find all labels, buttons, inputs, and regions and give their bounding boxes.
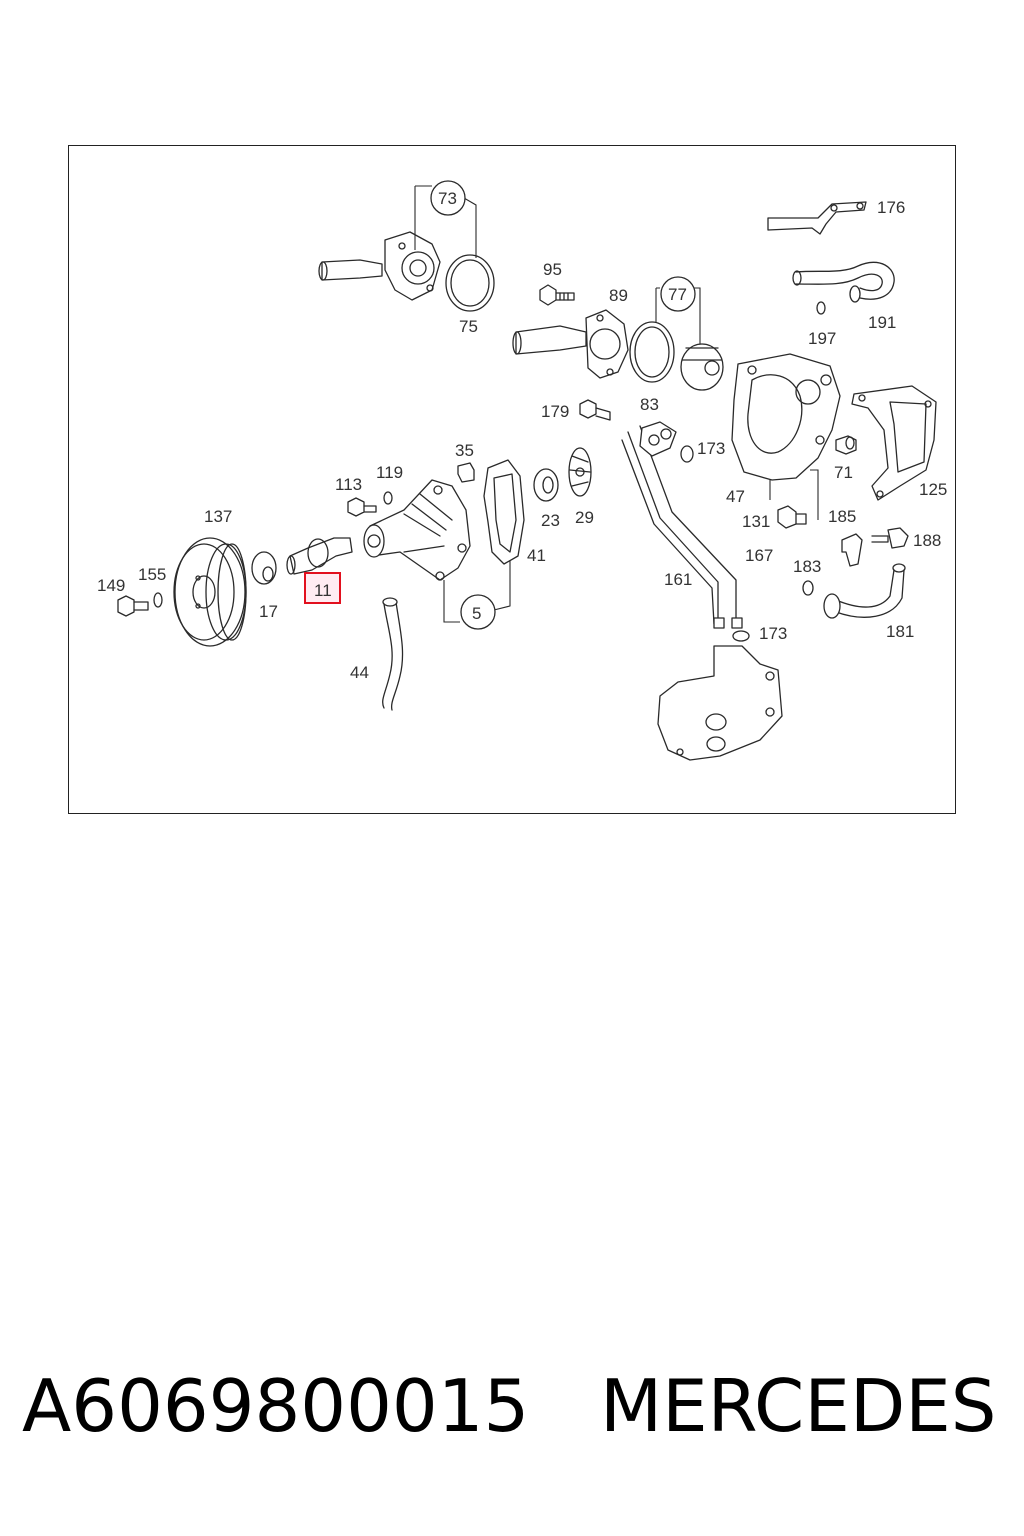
callout-113[interactable]: 113	[335, 475, 362, 494]
o-ring-173-upper-part	[680, 445, 694, 463]
callout-35[interactable]: 35	[455, 441, 474, 460]
callout-77[interactable]: 77	[668, 285, 687, 304]
hub-17-part	[251, 551, 277, 585]
washer-155-part	[153, 592, 163, 608]
pulley-137-part	[173, 537, 247, 647]
thermostat-o-ring-part	[445, 254, 495, 312]
callout-161[interactable]: 161	[664, 570, 692, 589]
callout-185[interactable]: 185	[828, 507, 856, 526]
lower-housing-part	[657, 645, 783, 761]
coolant-pipe-161-167-part	[621, 421, 743, 629]
callout-167[interactable]: 167	[745, 546, 773, 565]
impeller-29-part	[568, 447, 592, 497]
callout-173-lower[interactable]: 173	[759, 624, 787, 643]
callout-197[interactable]: 197	[808, 329, 836, 348]
callout-89[interactable]: 89	[609, 286, 628, 305]
callout-95[interactable]: 95	[543, 260, 562, 279]
water-pump-5-part	[363, 479, 471, 581]
callout-83[interactable]: 83	[640, 395, 659, 414]
footer: A6069800015 MERCEDES	[0, 1370, 1024, 1470]
callout-41[interactable]: 41	[527, 546, 546, 565]
callout-75[interactable]: 75	[459, 317, 478, 336]
callout-188[interactable]: 188	[913, 531, 941, 550]
o-ring-173-lower-part	[732, 630, 750, 642]
bolt-179-part	[579, 399, 611, 421]
callout-125[interactable]: 125	[919, 480, 947, 499]
hose-44-part	[382, 597, 404, 711]
ring-183-part	[802, 580, 814, 596]
callout-73[interactable]: 73	[438, 189, 457, 208]
callout-183[interactable]: 183	[793, 557, 821, 576]
bushing-71-part	[835, 435, 857, 455]
pump-housing-47-part	[731, 353, 841, 481]
sleeve-35-part	[457, 462, 475, 483]
screw-131-part	[777, 505, 807, 529]
spacer-11-part	[286, 537, 353, 575]
outlet-housing-89-part	[512, 309, 629, 379]
bolt-113-part	[347, 497, 377, 517]
bolt-149-part	[117, 595, 149, 617]
callout-17[interactable]: 17	[259, 602, 278, 621]
callout-176[interactable]: 176	[877, 198, 905, 217]
highlight-box-11	[304, 572, 341, 604]
callout-29[interactable]: 29	[575, 508, 594, 527]
callout-47[interactable]: 47	[726, 487, 745, 506]
bracket-176-part	[767, 201, 867, 235]
callout-71[interactable]: 71	[834, 463, 853, 482]
thermostat-housing-part	[318, 231, 441, 301]
brand-label: MERCEDES	[600, 1364, 997, 1448]
callout-149[interactable]: 149	[97, 576, 125, 595]
callout-137[interactable]: 137	[204, 507, 232, 526]
bearing-23-part	[533, 468, 559, 502]
cover-gasket-125-part	[851, 385, 937, 501]
hose-181-part	[823, 563, 906, 619]
pipe-191-part	[792, 261, 895, 303]
callout-173-upper[interactable]: 173	[697, 439, 725, 458]
callout-181[interactable]: 181	[886, 622, 914, 641]
callout-23[interactable]: 23	[541, 511, 560, 530]
callout-191[interactable]: 191	[868, 313, 896, 332]
callout-44[interactable]: 44	[350, 663, 369, 682]
callout-5[interactable]: 5	[472, 604, 481, 623]
callout-155[interactable]: 155	[138, 565, 166, 584]
gasket-41-part	[483, 459, 525, 565]
washer-119-part	[383, 491, 393, 505]
clip-185-part	[841, 533, 863, 567]
callout-11[interactable]: 11	[314, 581, 332, 600]
thermostat-77-part	[680, 343, 724, 391]
callout-131[interactable]: 131	[742, 512, 770, 531]
o-ring-83-part	[629, 321, 675, 383]
callout-119[interactable]: 119	[376, 463, 403, 482]
bolt-95-part	[539, 284, 575, 306]
screw-188-part	[871, 527, 909, 549]
ring-197-part	[816, 301, 826, 315]
callout-179[interactable]: 179	[541, 402, 569, 421]
part-number-label: A6069800015	[22, 1364, 530, 1448]
